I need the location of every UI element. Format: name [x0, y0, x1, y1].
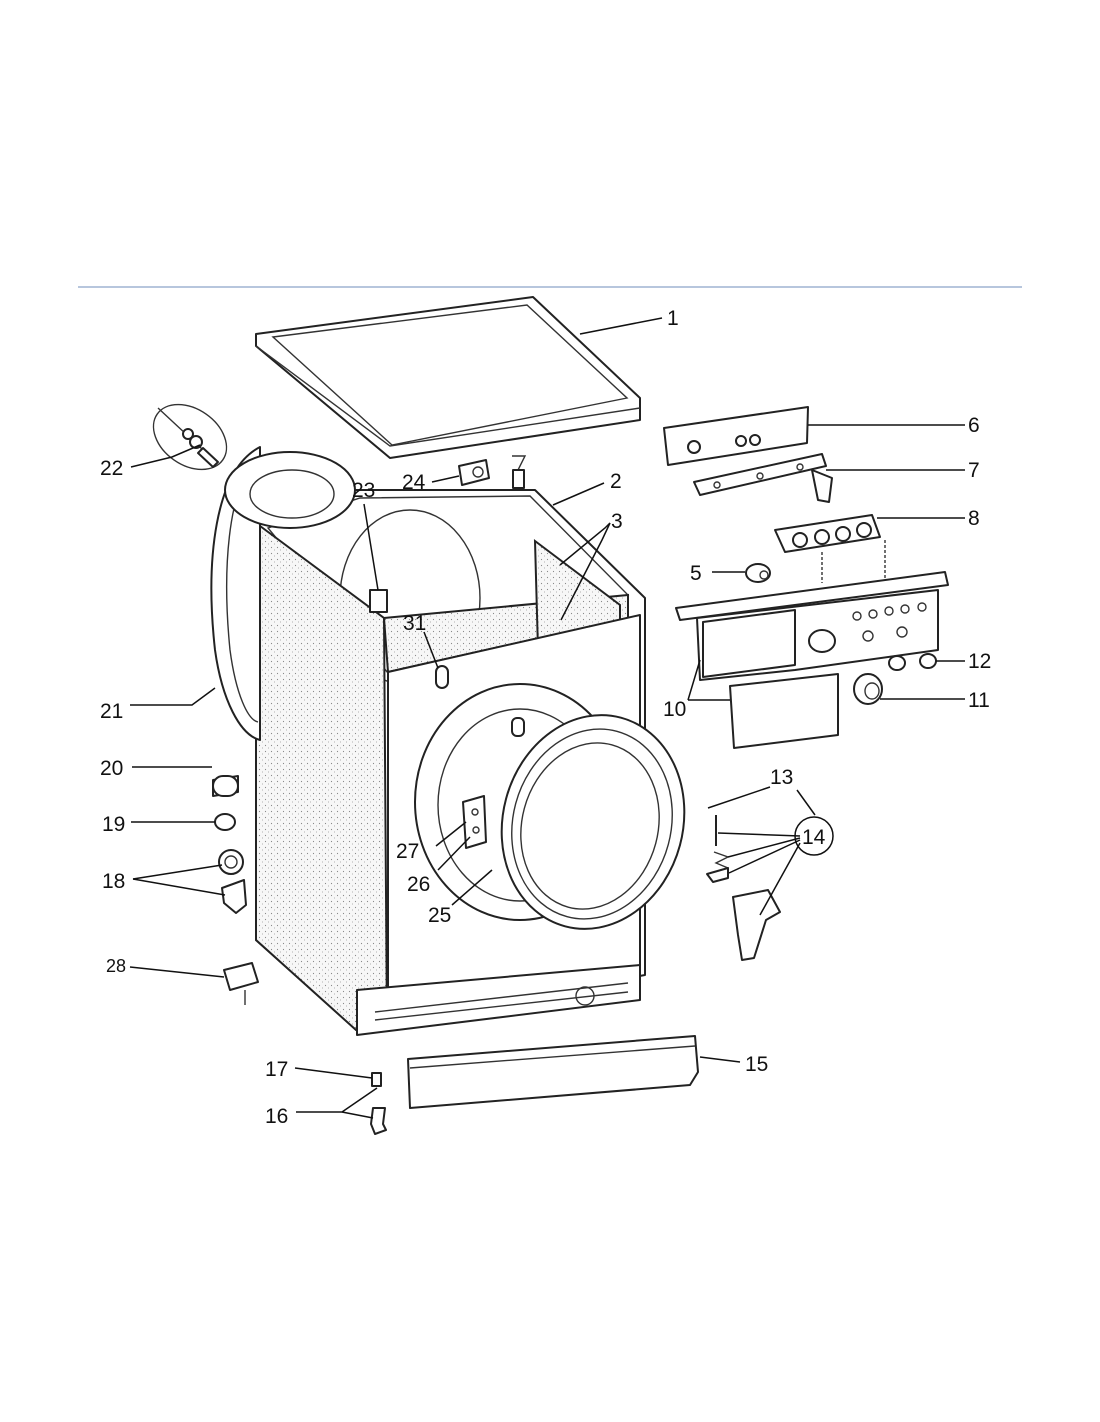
- knobs: [853, 653, 937, 705]
- callout-31: 31: [403, 612, 426, 635]
- callout-13: 13: [770, 766, 793, 789]
- callout-25: 25: [428, 904, 451, 927]
- plinth-panel: [407, 1035, 699, 1109]
- callout-11: 11: [968, 689, 990, 712]
- callout-2: 2: [610, 470, 622, 493]
- callout-21: 21: [100, 700, 123, 723]
- front-fascia: [675, 571, 949, 749]
- callout-3: 3: [611, 510, 623, 533]
- callout-17: 17: [265, 1058, 288, 1081]
- callout-16: 16: [265, 1105, 288, 1128]
- callout-20: 20: [100, 757, 123, 780]
- small-parts-left: [212, 775, 259, 1005]
- control-panel-back: [663, 406, 809, 466]
- top-lid: [255, 296, 641, 459]
- circuit-board: [693, 453, 833, 503]
- latch-part: [458, 455, 527, 489]
- callout-12: 12: [968, 650, 991, 673]
- callout-22: 22: [100, 457, 123, 480]
- callout-7: 7: [968, 459, 980, 482]
- rear-gasket: [210, 446, 356, 741]
- feet-parts: [370, 1072, 387, 1135]
- callout-24: 24: [402, 471, 426, 494]
- callout-14: 14: [802, 826, 826, 849]
- selector-part: [745, 563, 771, 583]
- callout-23: 23: [352, 479, 375, 502]
- callout-15: 15: [745, 1053, 768, 1076]
- callout-14-ring: [794, 816, 834, 856]
- door: [500, 714, 686, 930]
- callout-10: 10: [663, 698, 686, 721]
- callout-28: 28: [106, 956, 126, 976]
- callout-19: 19: [102, 813, 125, 836]
- callout-numbers: 1 2 3 5 6 7 8 10 11 12 13 14 15 16 17 18…: [100, 307, 991, 1128]
- callout-8: 8: [968, 507, 980, 530]
- button-set: [774, 514, 886, 583]
- callout-27: 27: [396, 840, 419, 863]
- callout-6: 6: [968, 414, 980, 437]
- leader-lines: [129, 317, 965, 1119]
- hose-assembly: [152, 403, 228, 471]
- callout-5: 5: [690, 562, 702, 585]
- door-handle-parts: [706, 815, 781, 961]
- callout-26: 26: [407, 873, 430, 896]
- callout-1: 1: [667, 307, 679, 330]
- callout-18: 18: [102, 870, 125, 893]
